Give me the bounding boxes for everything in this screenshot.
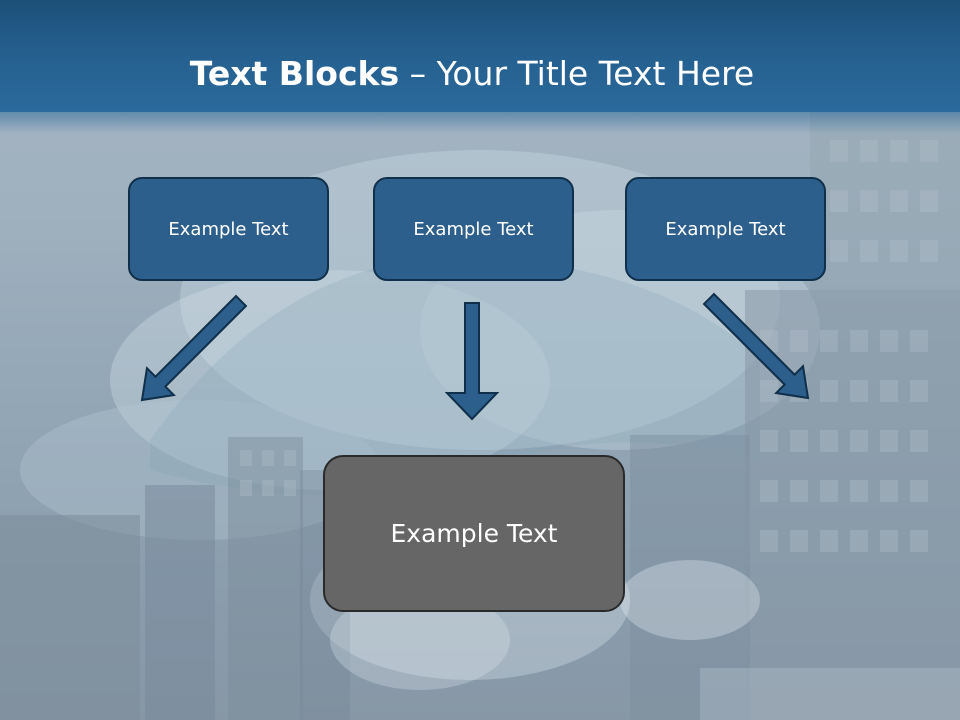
arrow-middle [444, 302, 500, 421]
text-block-1[interactable]: Example Text [128, 177, 329, 281]
slide-title: Text Blocks – Your Title Text Here [0, 52, 944, 96]
slide-title-dash: – [399, 54, 437, 93]
slide-title-rest: Your Title Text Here [436, 54, 755, 93]
title-bar-fade [0, 112, 960, 134]
text-block-3[interactable]: Example Text [625, 177, 826, 281]
slide-title-bold: Text Blocks [189, 54, 400, 93]
title-bar [0, 0, 960, 112]
arrow-left [140, 294, 248, 402]
arrow-right [702, 292, 810, 400]
text-block-main[interactable]: Example Text [323, 455, 625, 612]
text-block-2[interactable]: Example Text [373, 177, 574, 281]
